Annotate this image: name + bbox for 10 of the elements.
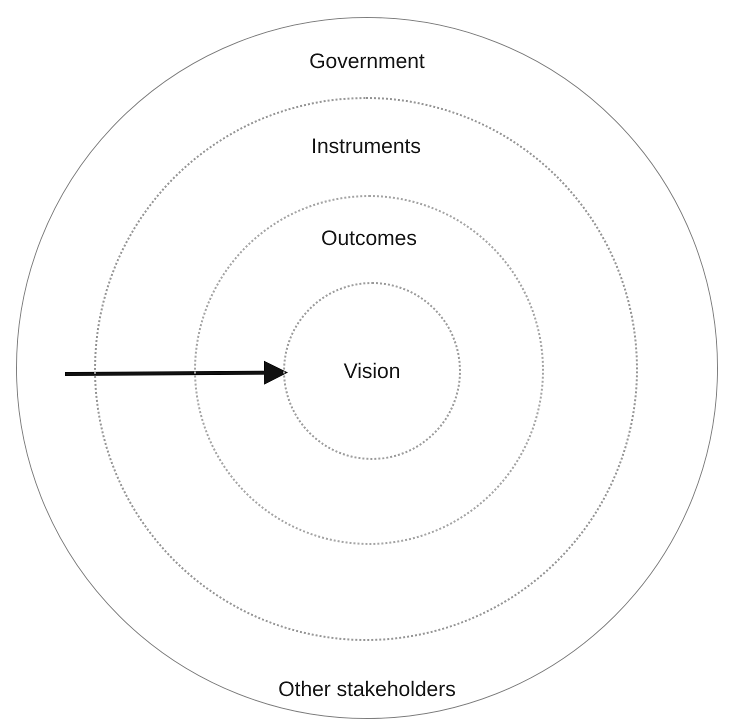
inner-circle (283, 282, 461, 460)
ring-label: Outcomes (321, 227, 417, 251)
ring-label: Other stakeholders (278, 678, 456, 702)
ring-label: Instruments (311, 135, 421, 159)
ring-label: Government (309, 50, 425, 74)
arrow (64, 360, 288, 385)
dotted-circle (194, 195, 544, 545)
outer-circle (16, 17, 718, 719)
center-label: Vision (344, 360, 400, 384)
dotted-circle (94, 97, 638, 641)
